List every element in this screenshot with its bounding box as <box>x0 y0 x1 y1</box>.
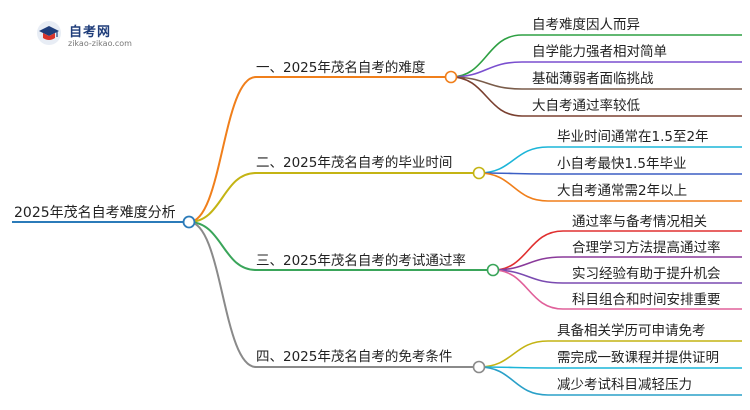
branch-1-curve <box>188 76 257 223</box>
branch-2-leaf-1-curve <box>478 146 549 174</box>
branch-3-node <box>486 263 500 277</box>
branch-2-leaf-2: 小自考最快1.5年毕业 <box>557 156 687 172</box>
site-logo: 自考网 zikao-zikao.com <box>36 20 136 52</box>
branch-2-node <box>472 166 486 180</box>
branch-2-leaf-1: 毕业时间通常在1.5至2年 <box>557 129 709 145</box>
logo-title: 自考网 <box>69 25 112 40</box>
branch-1-leaf-1: 自考难度因人而异 <box>532 17 640 33</box>
branch-2-leaf-3: 大自考通常需2年以上 <box>557 183 688 199</box>
root-topic: 2025年茂名自考难度分析 <box>14 205 176 221</box>
branch-1-leaf-2: 自学能力强者相对简单 <box>532 44 667 60</box>
branch-1-leaf-4-curve <box>450 76 523 117</box>
branch-3-leaf-1: 通过率与备考情况相关 <box>572 214 707 230</box>
branch-4-leaf-2: 需完成一致课程并提供证明 <box>557 350 719 366</box>
branch-2-leaf-3-curve <box>478 172 549 202</box>
branch-3-leaf-2: 合理学习方法提高通过率 <box>572 240 721 256</box>
branch-2-curve <box>188 172 257 223</box>
root-node <box>182 215 196 229</box>
branch-4-leaf-1-curve <box>478 340 549 368</box>
branch-1-leaf-3: 基础薄弱者面临挑战 <box>532 71 654 87</box>
branch-4-curve <box>188 221 257 368</box>
branch-3-leaf-1-curve <box>492 230 564 271</box>
branch-3-leaf-3: 实习经验有助于提升机会 <box>572 266 721 282</box>
branch-1-label: 一、2025年茂名自考的难度 <box>256 60 426 76</box>
branch-4-node <box>472 360 486 374</box>
branch-1-node <box>444 70 458 84</box>
branch-1-leaf-1-curve <box>450 34 523 78</box>
branch-3-leaf-4-curve <box>492 269 564 310</box>
branch-2-label: 二、2025年茂名自考的毕业时间 <box>256 155 453 171</box>
logo-subtitle: zikao-zikao.com <box>68 39 132 48</box>
branch-3-leaf-4: 科目组合和时间安排重要 <box>572 292 721 308</box>
branch-1-leaf-4: 大自考通过率较低 <box>532 98 640 114</box>
branch-4-label: 四、2025年茂名自考的免考条件 <box>256 349 453 365</box>
branch-4-leaf-3-curve <box>478 366 549 396</box>
branch-4-leaf-1: 具备相关学历可申请免考 <box>557 323 706 339</box>
branch-4-leaf-3: 减少考试科目减轻压力 <box>557 377 692 393</box>
branch-3-curve <box>188 221 257 271</box>
branch-3-label: 三、2025年茂名自考的考试通过率 <box>256 253 466 269</box>
graduation-cap-icon <box>37 21 61 45</box>
